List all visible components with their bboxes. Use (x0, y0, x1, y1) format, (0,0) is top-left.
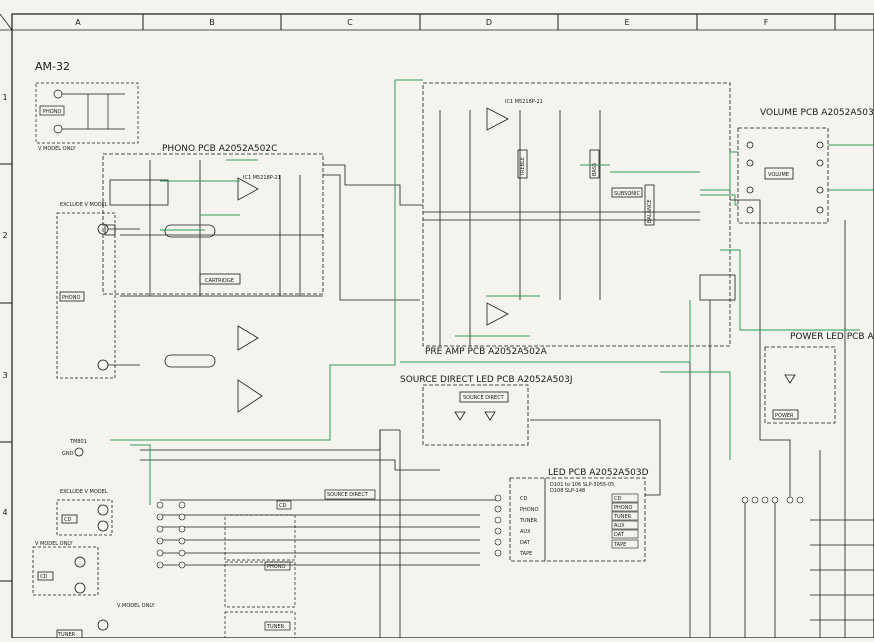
column-label-f: F (764, 18, 769, 27)
treble-label: TREBLE (520, 157, 526, 177)
gnd-label: GND (62, 451, 74, 457)
row-label-1: 1 (2, 93, 7, 102)
selector-switches (224, 489, 376, 639)
led-box-label: AUX (614, 523, 625, 529)
cartridge-label: CARTRIDGE (205, 278, 234, 284)
preamp-pcb (422, 82, 736, 347)
preamp-ic-label: IC1 M5218P-21 (505, 99, 543, 105)
sw-phono-label: PHONO (267, 564, 285, 570)
led-list-item: TAPE (519, 551, 532, 557)
led-box-label: CD (614, 496, 621, 502)
exclude-v-model-1: EXCLUDE V MODEL (60, 202, 108, 208)
column-label-e: E (624, 18, 629, 27)
exclude-v-model-2: EXCLUDE V MODEL (60, 489, 108, 495)
led-list-item: TUNER (519, 518, 538, 524)
cd-input-label: CD (64, 517, 71, 523)
power-led-pcb (764, 346, 836, 424)
row-label-4: 4 (2, 508, 7, 517)
volume-pcb-title-a: VOLUME PCB A2052A503G (760, 108, 874, 118)
led-box-label: TUNER (613, 514, 632, 520)
led-list-item: CD (520, 496, 527, 502)
source-direct-led-pcb (422, 384, 529, 446)
led-list-item: DAT (520, 540, 531, 546)
column-label-c: C (347, 18, 353, 27)
sw-cd-label: CD (279, 503, 286, 509)
led-header-2: D108 SLP-148 (550, 488, 585, 494)
interconnect-wiring (140, 164, 874, 638)
led-list-item: AUX (520, 529, 531, 535)
input-jacks (32, 212, 140, 639)
model-title: AM-32 (35, 60, 70, 73)
row-label-3: 3 (2, 371, 7, 380)
sw-tuner-label: TUNER (266, 624, 285, 630)
led-pcb (509, 477, 646, 562)
phono-input-label: PHONO (62, 295, 80, 301)
led-list-item: PHONO (520, 507, 538, 513)
column-label-a: A (75, 18, 81, 27)
volume-pcb (737, 127, 829, 224)
led-pcb-list: CD PHONO TUNER AUX DAT TAPE (519, 496, 538, 557)
row-label-2: 2 (2, 231, 7, 240)
source-direct-box-label: SOURCE DIRECT (463, 395, 505, 401)
led-pcb-title: LED PCB A2052A503D (548, 468, 649, 478)
inset-v-model-note: V MODEL ONLY (38, 146, 76, 152)
led-pcb-boxes (611, 493, 639, 549)
volume-label: VOLUME (768, 172, 789, 178)
tuner-input-label: TUNER (57, 632, 76, 638)
cd-v-input-label: CD (40, 574, 47, 580)
phono-green-traces (160, 159, 258, 231)
power-led-pcb-title: POWER LED PCB A2052A503K (790, 332, 874, 342)
inset-v-model (35, 82, 139, 144)
column-label-d: D (486, 18, 492, 27)
tm801-label: TM801 (69, 439, 87, 445)
ground-green-wiring (110, 79, 860, 505)
sheet-frame (0, 13, 874, 639)
volume-green-traces (700, 144, 874, 206)
phono-ic-label: IC1 M5218P-21 (243, 175, 281, 181)
sw-source-direct-label: SOURCE DIRECT (327, 492, 369, 498)
phono-pcb-title: PHONO PCB A2052A502C (162, 144, 277, 154)
source-direct-led-pcb-title: SOURCE DIRECT LED PCB A2052A503J (400, 375, 572, 385)
led-box-label: PHONO (614, 505, 632, 511)
subsonic-label: SUBSONIC (614, 191, 641, 197)
column-label-b: B (209, 18, 215, 27)
connector-pins (156, 494, 804, 569)
bass-label: BASS (592, 163, 598, 176)
v-model-small-label: V MODEL ONLY (117, 603, 155, 609)
power-label: POWER (775, 413, 794, 419)
led-box-label: TAPE (613, 542, 626, 548)
balance-label: BALANCE (647, 199, 653, 223)
v-model-only-label: V MODEL ONLY (35, 541, 73, 547)
preamp-pcb-title: PRE AMP PCB A2052A502A (425, 347, 548, 357)
led-header-1: D101 to 106 SLP-3055-05 (550, 482, 614, 488)
preamp-green-traces (455, 164, 700, 337)
led-box-label: DAT (614, 532, 625, 538)
inset-phono-label: PHONO (43, 109, 61, 115)
